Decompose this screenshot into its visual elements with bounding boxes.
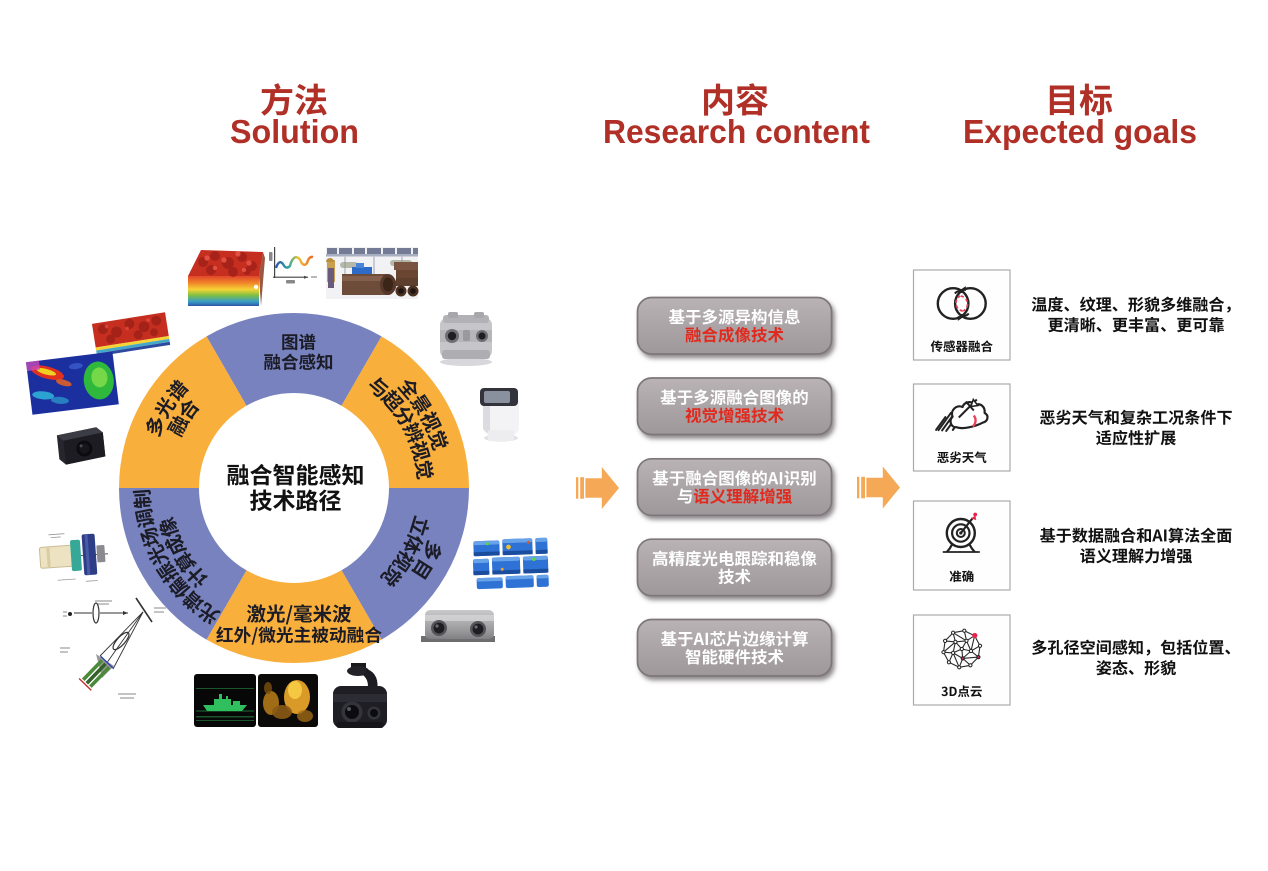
svg-text:Solution: Solution — [230, 114, 359, 151]
svg-text:Expected goals: Expected goals — [963, 114, 1197, 151]
svg-text:Research content: Research content — [603, 114, 870, 151]
